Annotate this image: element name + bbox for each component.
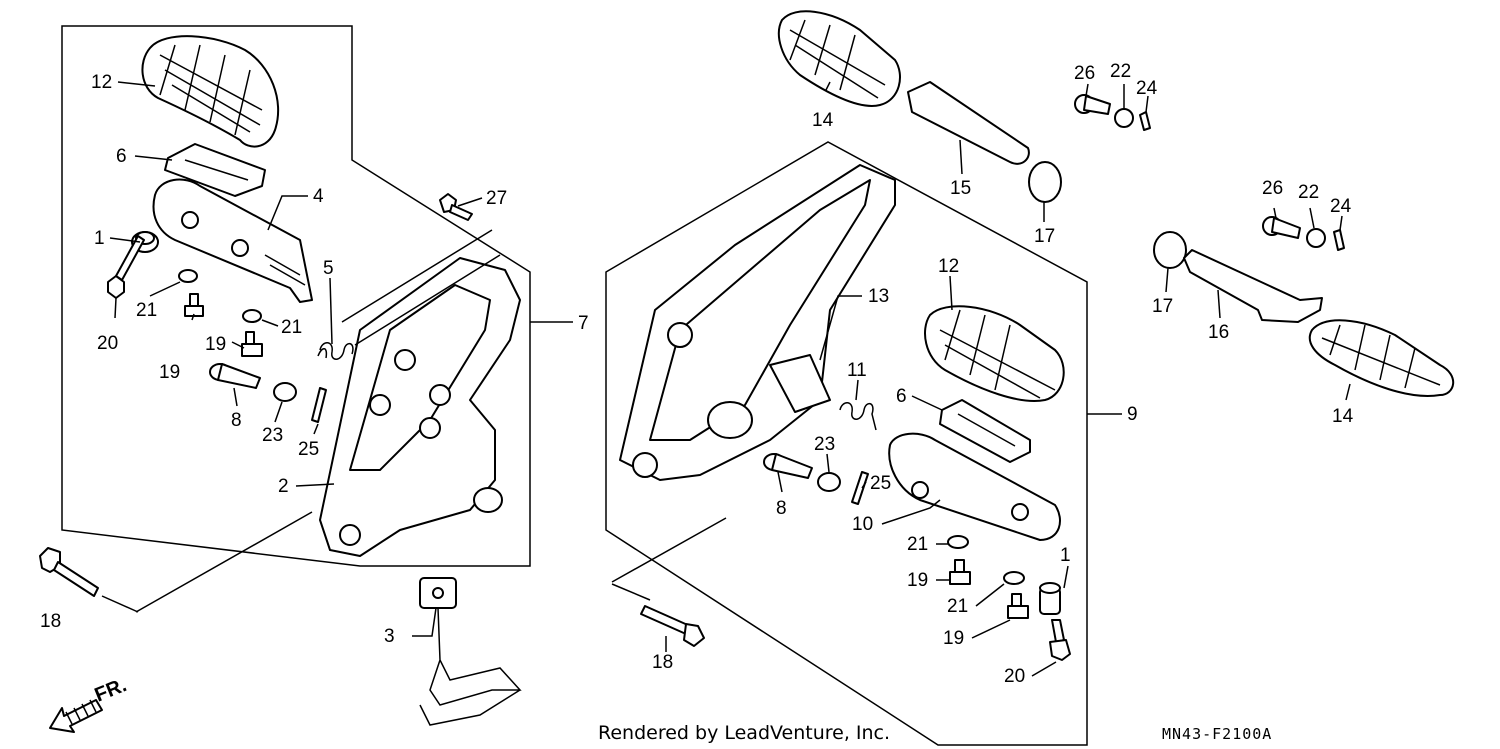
callout-23: 23: [262, 425, 283, 446]
cotter-pin-part: [1139, 111, 1151, 131]
callout-25: 25: [298, 439, 319, 460]
washer-part: [242, 309, 262, 323]
callout-18: 18: [652, 652, 673, 673]
washer-part: [1114, 108, 1134, 128]
callout-1: 1: [94, 228, 105, 249]
bolt-part: [1007, 593, 1029, 619]
bolt-part: [107, 235, 145, 299]
callout-labels: 12 6 4 1 27 5 7 20 21 21 19 19 8 23 25 2…: [40, 61, 1354, 687]
front-direction-label: FR.: [92, 674, 130, 706]
callout-20: 20: [97, 333, 118, 354]
footpeg-rubber-part: [777, 10, 901, 107]
callout-25: 25: [870, 473, 891, 494]
bolt-part: [39, 547, 99, 597]
rubber-insert-part: [939, 399, 1031, 463]
callout-16: 16: [1208, 322, 1229, 343]
callout-2: 2: [278, 476, 289, 497]
callout-23: 23: [814, 434, 835, 455]
callout-9: 9: [1127, 404, 1138, 425]
callout-17: 17: [1034, 226, 1055, 247]
wire-clip-part: [419, 577, 522, 726]
rubber-insert-part: [164, 143, 266, 197]
callout-24: 24: [1330, 196, 1352, 217]
footpeg-bracket-part: [152, 178, 313, 303]
bolt-part: [241, 331, 263, 357]
callout-22: 22: [1298, 182, 1319, 203]
bolt-part: [184, 293, 204, 317]
cotter-pin-part: [311, 387, 327, 423]
callout-7: 7: [578, 313, 589, 334]
callout-18: 18: [40, 611, 61, 632]
pivot-pin-part: [763, 453, 813, 479]
callout-13: 13: [868, 286, 889, 307]
diagram-code: MN43-F2100A: [1162, 725, 1272, 743]
callout-6: 6: [116, 146, 127, 167]
callout-20: 20: [1004, 666, 1025, 687]
cotter-pin-part: [851, 471, 869, 505]
callout-27: 27: [486, 188, 507, 209]
callout-21: 21: [947, 596, 968, 617]
callout-11: 11: [847, 360, 867, 381]
callout-21: 21: [136, 300, 157, 321]
pivot-pin-part: [1074, 94, 1111, 115]
spring-part: [317, 342, 354, 360]
callout-8: 8: [231, 410, 242, 431]
step-footpeg-part: [907, 81, 1030, 165]
bolt-part: [640, 605, 705, 647]
washer-part: [1003, 571, 1025, 585]
footpeg-rubber-part: [141, 35, 280, 148]
pivot-pin-part: [209, 363, 261, 389]
callout-5: 5: [323, 258, 334, 279]
washer-part: [947, 535, 969, 549]
callout-12: 12: [91, 72, 112, 93]
collar-part: [1028, 161, 1062, 203]
callout-21: 21: [281, 317, 302, 338]
step-holder-part: [319, 257, 521, 557]
callout-19: 19: [943, 628, 964, 649]
callout-26: 26: [1074, 63, 1095, 84]
step-footpeg-part: [1183, 249, 1323, 323]
bolt-part: [1049, 619, 1071, 661]
callout-4: 4: [313, 186, 324, 207]
callout-19: 19: [907, 570, 928, 591]
render-credit: Rendered by LeadVenture, Inc.: [598, 722, 890, 744]
spring-part: [839, 402, 877, 431]
leader-lines: [101, 81, 1351, 677]
callout-19: 19: [205, 334, 226, 355]
callout-8: 8: [776, 498, 787, 519]
callout-3: 3: [384, 626, 395, 647]
callout-24: 24: [1136, 78, 1158, 99]
pivot-pin-part: [1262, 216, 1301, 239]
callout-1: 1: [1060, 545, 1071, 566]
callout-26: 26: [1262, 178, 1283, 199]
callout-15: 15: [950, 178, 971, 199]
cotter-pin-part: [1333, 229, 1345, 251]
right-assembly-outline: [605, 141, 1088, 746]
bolt-part: [439, 193, 473, 221]
front-direction-arrow-icon: FR.: [49, 674, 130, 733]
callout-17: 17: [1152, 296, 1173, 317]
callout-6: 6: [896, 386, 907, 407]
callout-14: 14: [812, 110, 834, 131]
left-assembly-outline: [61, 25, 531, 567]
callout-12: 12: [938, 256, 959, 277]
callout-10: 10: [852, 514, 873, 535]
bolt-part: [949, 559, 971, 585]
washer-part: [273, 382, 297, 402]
callout-21: 21: [907, 534, 928, 555]
footpeg-bracket-part: [888, 432, 1061, 541]
step-holder-part: [619, 164, 896, 481]
washer-part: [178, 269, 198, 283]
callout-19: 19: [159, 362, 180, 383]
callout-14: 14: [1332, 406, 1354, 427]
footpeg-rubber-part: [1308, 319, 1455, 397]
washer-part: [1306, 228, 1326, 248]
collar-part: [1153, 231, 1187, 269]
collar-part: [1039, 582, 1061, 615]
callout-22: 22: [1110, 61, 1131, 82]
washer-part: [817, 472, 841, 492]
footpeg-rubber-part: [924, 305, 1065, 402]
